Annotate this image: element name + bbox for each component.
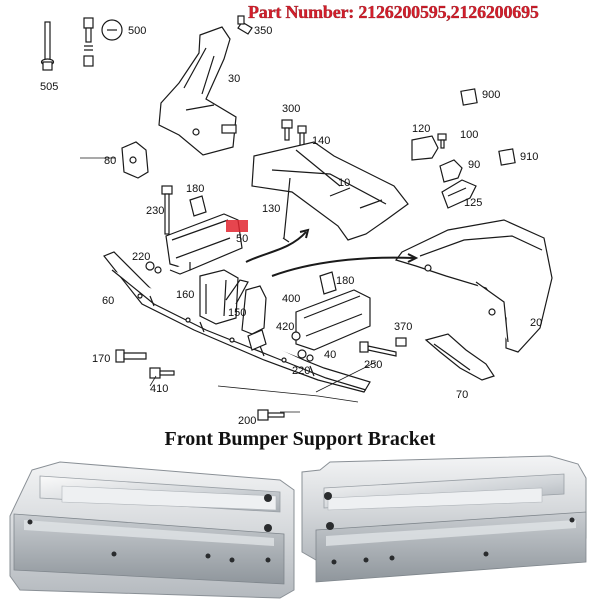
bracket-120-100 (411, 133, 447, 161)
bolt-hole (483, 551, 489, 557)
crossmember-10 (251, 141, 409, 241)
clip-500 (83, 17, 123, 67)
bolt-hole (569, 517, 575, 523)
callout-10: 10 (338, 177, 350, 189)
callout-900: 900 (482, 89, 500, 101)
mount-50 (165, 213, 243, 275)
bolt-410 (149, 367, 175, 379)
part-number-title: Part Number: 2126200595,2126200695 (248, 2, 539, 22)
strut-130 (282, 177, 291, 243)
callout-50: 50 (236, 233, 248, 245)
callout-370: 370 (394, 321, 412, 333)
callout-20: 20 (530, 317, 542, 329)
bolt-hole (205, 553, 211, 559)
bolt-170 (115, 349, 147, 363)
callout-140: 140 (312, 135, 330, 147)
bracket-160 (199, 269, 239, 325)
nut-220b (297, 349, 314, 362)
bolt-370-250 (359, 337, 407, 357)
callout-220-b: 220 (292, 365, 310, 377)
mount-40 (295, 289, 371, 351)
bolt-hole (331, 559, 337, 565)
bolt-hole (229, 557, 235, 563)
callout-910: 910 (520, 151, 538, 163)
bolt-hole (389, 555, 395, 561)
callout-150: 150 (228, 307, 246, 319)
callout-160: 160 (176, 289, 194, 301)
highlight-marker (226, 220, 248, 232)
assembly-arrows (245, 228, 419, 277)
bracket-30 (158, 26, 237, 156)
callout-420: 420 (276, 321, 294, 333)
bracket-180-top (189, 195, 207, 217)
callout-60: 60 (102, 295, 114, 307)
bracket-70 (424, 333, 495, 381)
callout-170: 170 (92, 353, 110, 365)
callout-80: 80 (104, 155, 116, 167)
callout-410: 410 (150, 383, 168, 395)
callout-300: 300 (282, 103, 300, 115)
callout-400: 400 (282, 293, 300, 305)
bolt-350 (237, 15, 253, 35)
bracket-125 (441, 179, 477, 209)
bracket-400 (241, 285, 267, 351)
callout-350: 350 (254, 25, 272, 37)
callout-220-a: 220 (132, 251, 150, 263)
bolt-hole (264, 494, 272, 502)
bracket-180-bottom (319, 271, 337, 295)
callout-200: 200 (238, 415, 256, 427)
bolt-300-140 (281, 119, 307, 148)
callout-120: 120 (412, 123, 430, 135)
bolt-hole (111, 551, 117, 557)
callout-230: 230 (146, 205, 164, 217)
clip-910-90 (439, 148, 516, 183)
callout-40: 40 (324, 349, 336, 361)
nut-420 (291, 331, 301, 341)
bolt-hole (265, 557, 271, 563)
callout-180-top: 180 (186, 183, 204, 195)
callout-100: 100 (460, 129, 478, 141)
leader-lines (80, 157, 377, 413)
callout-30: 30 (228, 73, 240, 85)
bracket-photo-right (301, 455, 587, 583)
bracket-photo-left (9, 461, 295, 599)
bolt-hole (264, 524, 272, 532)
callout-505: 505 (40, 81, 58, 93)
bolt-230 (161, 185, 173, 235)
clip-900 (460, 88, 478, 106)
callout-180-bottom: 180 (336, 275, 354, 287)
callout-70: 70 (456, 389, 468, 401)
nut-220a (145, 261, 162, 274)
bracket-150 (225, 279, 249, 305)
callout-90: 90 (468, 159, 480, 171)
bolt-hole (27, 519, 33, 525)
bolt-hole (326, 522, 334, 530)
bracket-20 (395, 219, 553, 353)
bolt-505 (40, 21, 55, 71)
callout-125: 125 (464, 197, 482, 209)
bolt-200 (257, 409, 285, 421)
callout-500: 500 (128, 25, 146, 37)
bolt-hole (363, 557, 369, 563)
bracket-80 (121, 141, 149, 179)
callout-250: 250 (364, 359, 382, 371)
product-caption: Front Bumper Support Bracket (164, 428, 436, 450)
bolt-hole (324, 492, 332, 500)
callout-130: 130 (262, 203, 280, 215)
